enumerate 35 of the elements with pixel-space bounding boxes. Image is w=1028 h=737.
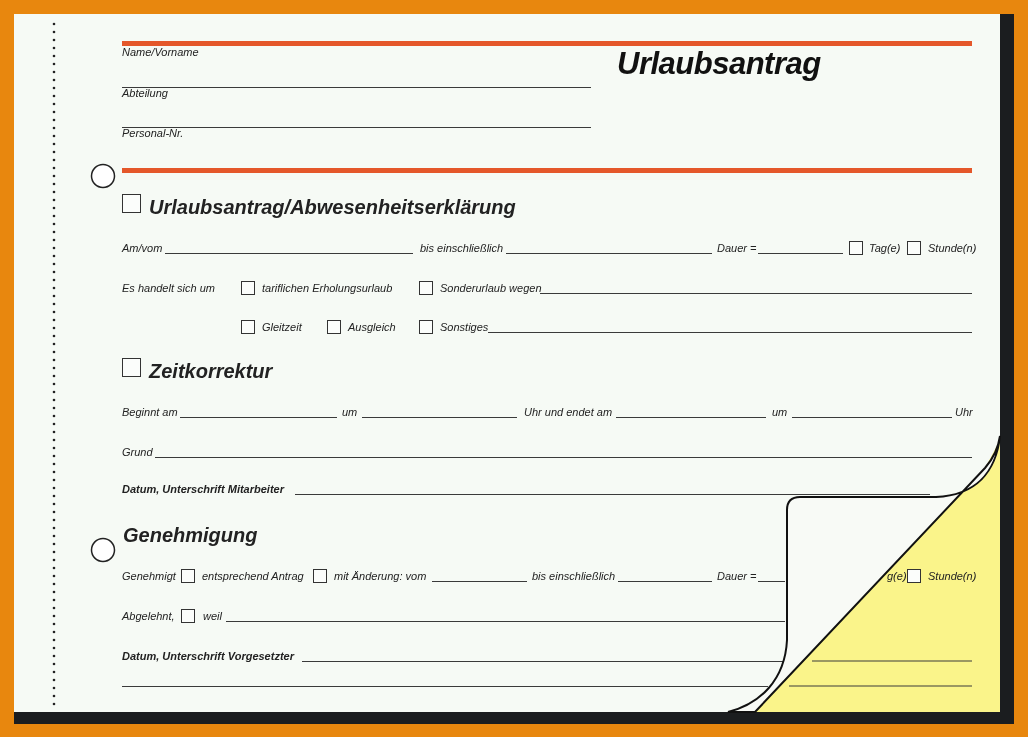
- field-label: Gleitzeit: [262, 322, 302, 333]
- field-label: bis einschließlich: [420, 243, 504, 254]
- field-label: Personal-Nr.: [122, 128, 184, 139]
- field-label: Es handelt sich um: [122, 283, 215, 294]
- section-heading: Urlaubsantrag/Abwesenheitserklärung: [149, 197, 516, 217]
- field-label: Datum, Unterschrift Vorgesetzter: [122, 651, 294, 662]
- field-label: Tag(e): [869, 243, 901, 254]
- field-label: entsprechend Antrag: [202, 571, 304, 582]
- field-label: tariflichen Erholungsurlaub: [262, 283, 393, 294]
- form-title: Urlaubsantrag: [617, 48, 821, 79]
- field-label: g(e): [887, 571, 907, 582]
- field-label: Abgelehnt,: [122, 611, 175, 622]
- field-label: um: [342, 407, 358, 418]
- field-label: Stunde(n): [928, 243, 977, 254]
- field-label: Stunde(n): [928, 571, 977, 582]
- field-label: Dauer =: [717, 571, 757, 582]
- field-label: Grund: [122, 447, 153, 458]
- field-label: Beginnt am: [122, 407, 178, 418]
- section-heading: Genehmigung: [123, 525, 258, 545]
- field-label: Sonstiges: [440, 322, 489, 333]
- field-label: Sonderurlaub wegen: [440, 283, 542, 294]
- field-label: Dauer =: [717, 243, 757, 254]
- field-label: Ausgleich: [348, 322, 396, 333]
- field-label: mit Änderung: vom: [334, 571, 427, 582]
- field-label: weil: [203, 611, 222, 622]
- section-heading: Zeitkorrektur: [149, 361, 273, 381]
- field-label: Datum, Unterschrift Mitarbeiter: [122, 484, 284, 495]
- field-label: um: [772, 407, 788, 418]
- field-label: Uhr: [955, 407, 973, 418]
- field-label: Name/Vorname: [122, 47, 199, 58]
- field-label: bis einschließlich: [532, 571, 616, 582]
- field-label: Abteilung: [122, 88, 168, 99]
- field-label: Uhr und endet am: [524, 407, 613, 418]
- field-label: Am/vom: [122, 243, 163, 254]
- field-label: Genehmigt: [122, 571, 176, 582]
